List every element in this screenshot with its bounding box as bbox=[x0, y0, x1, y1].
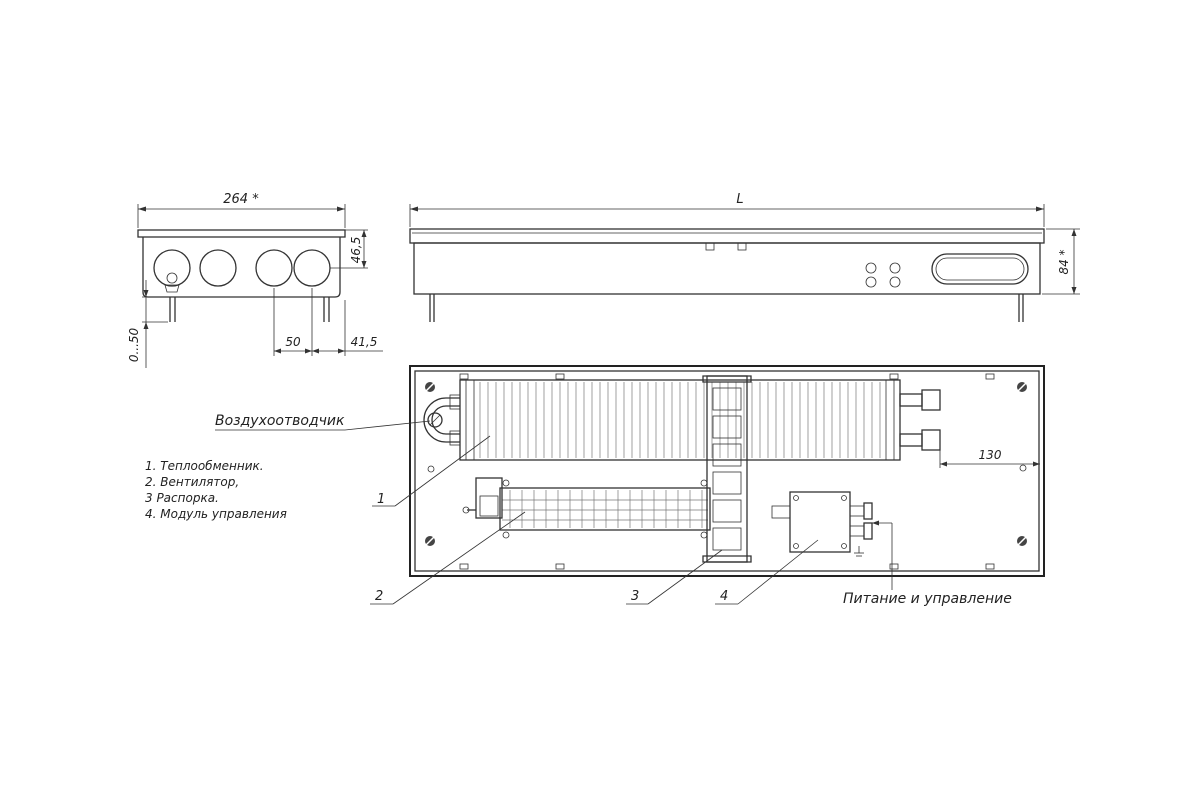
legend-item: 2. Вентилятор, bbox=[145, 475, 239, 489]
port-circle bbox=[153, 249, 191, 287]
front-view-body bbox=[413, 242, 1041, 295]
fan bbox=[462, 477, 711, 539]
legend-item: 1. Теплообменник. bbox=[145, 459, 264, 473]
hole-icon bbox=[889, 262, 901, 274]
air-vent-icon bbox=[427, 412, 443, 428]
fan-motor bbox=[475, 477, 503, 519]
port-circle bbox=[293, 249, 331, 287]
top-view: 130 bbox=[409, 365, 1045, 577]
side-view-body bbox=[142, 237, 341, 298]
control-module bbox=[771, 491, 873, 557]
callout-1: 1 bbox=[377, 492, 385, 507]
top-view-frame bbox=[409, 365, 1045, 577]
side-view-flange bbox=[137, 229, 346, 238]
oval-slot bbox=[931, 253, 1029, 285]
hole-icon bbox=[889, 276, 901, 288]
callout-2: 2 bbox=[375, 589, 383, 604]
valve-icon bbox=[166, 272, 178, 284]
port-circle bbox=[199, 249, 237, 287]
ground-icon bbox=[854, 546, 864, 557]
power-label: Питание и управление bbox=[843, 591, 1012, 607]
side-dimension: 130 bbox=[979, 448, 1002, 462]
screw-icon bbox=[425, 536, 435, 546]
length-dimension: L bbox=[736, 192, 743, 207]
screw-icon bbox=[1017, 382, 1027, 392]
annotations: Воздухоотводчик 1. Теплообменник. 2. Вен… bbox=[145, 413, 1012, 607]
port-circle bbox=[255, 249, 293, 287]
front-view-flange bbox=[409, 228, 1045, 244]
callout-4: 4 bbox=[720, 589, 728, 604]
width-dimension: 264 * bbox=[223, 192, 259, 207]
callout-3: 3 bbox=[631, 589, 639, 604]
hole-icon bbox=[865, 276, 877, 288]
front-view: L 84 * bbox=[409, 192, 1080, 322]
screw-icon bbox=[1017, 536, 1027, 546]
legend-item: 4. Модуль управления bbox=[145, 507, 287, 521]
legend-item: 3 Распорка. bbox=[145, 491, 219, 505]
offset-dimension: 46,5 bbox=[349, 237, 363, 264]
spacer bbox=[702, 375, 752, 563]
heat-exchanger bbox=[423, 379, 941, 461]
screw-icon bbox=[425, 382, 435, 392]
height-dimension: 84 * bbox=[1057, 249, 1071, 274]
legs-dimension: 0...50 bbox=[127, 327, 141, 362]
hole-icon bbox=[865, 262, 877, 274]
edge-dimension: 41,5 bbox=[351, 335, 378, 349]
side-view: 264 * 46,5 0...50 50 41,5 bbox=[127, 192, 383, 368]
pitch-dimension: 50 bbox=[285, 335, 301, 349]
air-vent-label: Воздухоотводчик bbox=[215, 413, 345, 429]
